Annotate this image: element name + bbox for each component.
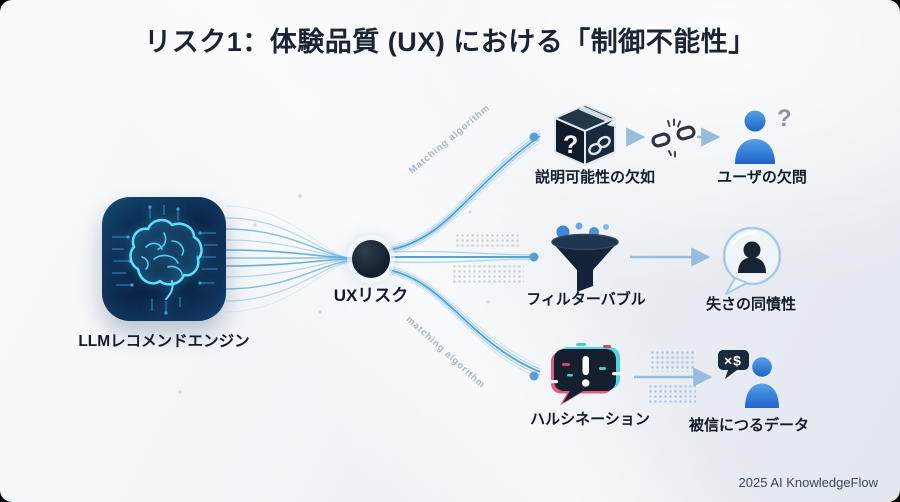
- decor-dots: [178, 194, 490, 394]
- effect-label-false-data: 被信につるデータ: [688, 417, 809, 434]
- glitch-alert-icon: [547, 343, 625, 407]
- black-box-chain-icon: ?: [552, 103, 618, 167]
- halftone-patch: [650, 350, 694, 372]
- branch-dot-top: [529, 132, 539, 142]
- halftone-patch: [452, 264, 524, 284]
- box-question-glyph: ?: [563, 131, 578, 159]
- source-label: LLMレコメンドエンジン: [78, 333, 250, 350]
- hub-to-middle-curves: [390, 250, 535, 264]
- cause-label-hallucination: ハルシネーション: [530, 411, 650, 428]
- branch-dot-bottom: [529, 371, 539, 381]
- halftone-patch: [455, 233, 521, 249]
- hub-to-top-curves: [388, 129, 541, 255]
- hub-node-dot: [352, 240, 390, 278]
- halftone-patch: [648, 384, 696, 404]
- ai-brain-chip-icon: [102, 197, 226, 321]
- branch-dot-middle: [529, 252, 539, 262]
- user-question-glyph: ?: [777, 105, 792, 132]
- brain-stem: [165, 280, 174, 300]
- glitch-dashes: [547, 343, 624, 384]
- user-speech-bubble-icon: [719, 226, 785, 296]
- source-to-hub-curves: [225, 205, 353, 313]
- user-false-price-icon: ×$: [716, 348, 782, 408]
- false-price-badge: ×$: [724, 353, 742, 369]
- circuit-nodes: [126, 205, 202, 315]
- cause-label-explainability: 説明可能性の欠如: [534, 169, 655, 186]
- box-flap: [607, 118, 615, 127]
- effect-label-empathy: 失さの同憤性: [705, 296, 796, 313]
- spark-lines: [667, 118, 681, 158]
- brain-outline: [129, 218, 203, 286]
- broken-chain-icon: [650, 118, 698, 158]
- row-arrows: [626, 127, 721, 387]
- hub-to-bottom-curves: [388, 265, 541, 379]
- filter-funnel-icon: [549, 220, 621, 294]
- page-title: リスク1：体験品質 (UX) における「制御不能性」: [144, 27, 756, 57]
- box-chain-glyph: [588, 135, 611, 156]
- circuit-traces: [112, 205, 218, 313]
- effect-label-user-question: ユーザの欠問: [717, 169, 807, 186]
- user-question-icon: ?: [733, 104, 797, 164]
- bubble-person-silhouette: [738, 241, 766, 273]
- brain-folds: [141, 232, 185, 276]
- hub-label: UXリスク: [333, 286, 409, 305]
- footer-credit: 2025 AI KnowledgeFlow: [738, 475, 878, 490]
- cause-label-filter-bubble: フィルターバブル: [526, 291, 646, 308]
